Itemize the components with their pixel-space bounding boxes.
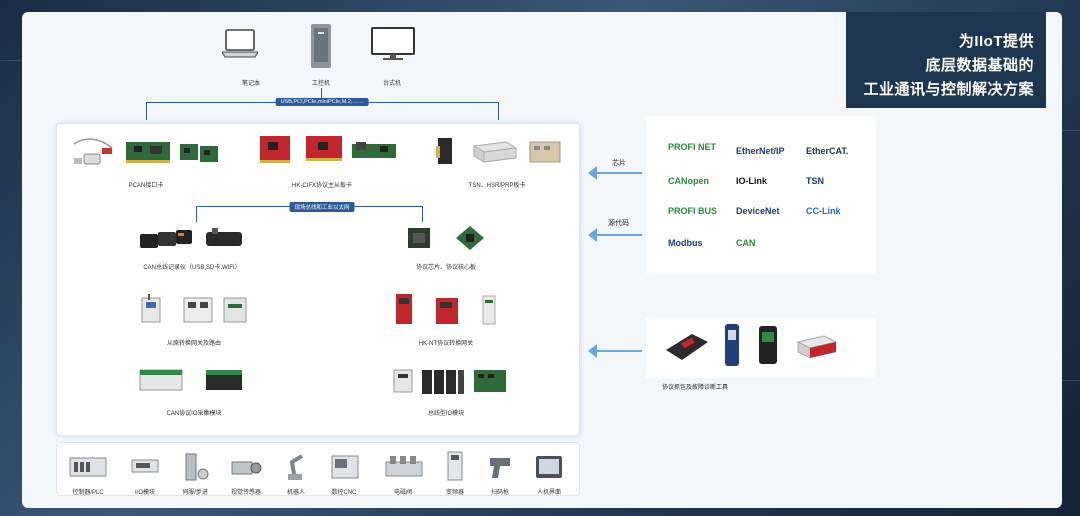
hk-nt-gateway-icon xyxy=(482,295,496,325)
tsn-box-icon xyxy=(472,141,518,163)
source-code-label: 源代码 xyxy=(608,220,629,227)
module-label: CAN总线记录仪（USB,SD卡,WIFI） xyxy=(143,265,241,271)
module-label: CAN协议IO采集模块 xyxy=(166,411,222,417)
protocol-chip-icon xyxy=(408,228,430,248)
module-label: HK-NT协议转换网关 xyxy=(418,341,474,347)
field-device-label: 变频器 xyxy=(445,490,465,496)
field-device-label: 控制器/PLC xyxy=(72,490,104,496)
module-label: 从原转换网关及路由 xyxy=(166,341,222,347)
gateway-icon xyxy=(183,297,213,323)
fieldbus-label: 现场总线和工业以太网 xyxy=(289,202,355,212)
field-device-label: 伺服/步进 xyxy=(182,490,208,496)
tsn-card-icon xyxy=(436,138,452,164)
title-line-2: 底层数据基础的 xyxy=(925,57,1034,74)
can-io-module-icon xyxy=(206,370,242,390)
connector-line xyxy=(196,206,197,222)
protocol-logo: DeviceNet xyxy=(736,206,780,216)
servo-drive-icon xyxy=(185,453,209,481)
protocol-logo: CAN xyxy=(736,238,756,248)
io-module-icon xyxy=(131,459,159,473)
plc-icon xyxy=(69,457,107,477)
field-device-label: 视觉传感器 xyxy=(230,490,262,496)
title-line-3: 工业通讯与控制解决方案 xyxy=(863,81,1034,98)
protocol-logo: PROFI BUS xyxy=(668,206,718,216)
industrial-pc-icon xyxy=(311,24,331,68)
module-label: 协议芯片、协议核心板 xyxy=(415,265,477,271)
cifx-card-icon xyxy=(306,136,342,161)
protocol-logo: Modbus xyxy=(668,238,703,248)
hmi-icon xyxy=(536,456,562,478)
connector-line xyxy=(422,206,423,222)
field-device-label: I/O模块 xyxy=(134,490,156,496)
connector-line xyxy=(321,88,322,102)
protocol-logos-box xyxy=(646,116,876,274)
can-io-module-icon xyxy=(139,369,183,391)
hk-nt-gateway-icon xyxy=(396,294,412,324)
field-device-label: 电磁阀 xyxy=(393,490,413,496)
bus-io-module-icon xyxy=(393,369,413,393)
cifx-card-icon xyxy=(352,142,396,158)
usb-adapter-icon xyxy=(73,138,113,165)
card-label: PCAN接口卡 xyxy=(128,183,164,189)
field-device-label: 数控CNC xyxy=(331,490,357,496)
field-device-label: 扫码枪 xyxy=(490,490,510,496)
protocol-logo: CANopen xyxy=(668,176,709,186)
protocol-logo: EtherCAT. xyxy=(806,146,849,156)
field-device-label: 机器人 xyxy=(286,490,306,496)
handheld-tester-icon xyxy=(759,326,777,364)
card-label: TSN、HSR/PRP板卡 xyxy=(468,183,526,189)
pcan-card-icon xyxy=(126,142,170,163)
connector-line xyxy=(498,102,499,120)
bus-io-module-icon xyxy=(422,370,464,394)
diagnostic-box-icon xyxy=(796,335,838,359)
protocol-logo: TSN xyxy=(806,176,824,186)
module-label: 总线型IO模块 xyxy=(427,411,465,417)
protocol-logo: PROFI NET xyxy=(668,142,717,152)
cnc-icon xyxy=(331,455,359,479)
desktop-monitor-icon xyxy=(371,27,415,60)
gateway-icon xyxy=(141,294,161,323)
card-label: HK-CIFX协议主从板卡 xyxy=(291,183,353,189)
hk-nt-gateway-icon xyxy=(436,298,458,324)
protocol-logo: EtherNet/IP xyxy=(736,146,785,156)
connector-line xyxy=(146,102,147,120)
pcan-minicard-icon xyxy=(180,144,218,162)
tools-arrow xyxy=(588,344,642,358)
packet-analyzer-icon xyxy=(666,334,708,360)
robot-arm-icon xyxy=(288,454,304,480)
bus-io-module-icon xyxy=(474,370,506,392)
title-box: 为IIoT提供 底层数据基础的 工业通讯与控制解决方案 xyxy=(846,12,1046,108)
tsn-module-icon xyxy=(529,141,561,163)
solenoid-valve-icon xyxy=(385,456,423,477)
inverter-icon xyxy=(447,451,463,481)
cifx-card-icon xyxy=(260,136,290,163)
title-line-1: 为IIoT提供 xyxy=(958,33,1034,50)
core-board-icon xyxy=(456,226,484,250)
chip-label: 芯片 xyxy=(612,160,626,167)
laptop-icon xyxy=(222,29,258,58)
protocol-logo: IO-Link xyxy=(736,176,767,186)
top-device-label: 台式机 xyxy=(382,81,402,87)
gateway-icon xyxy=(223,297,247,323)
top-device-label: 工控机 xyxy=(311,81,331,87)
chip-arrow xyxy=(588,166,642,180)
tools-label: 协议抓包及故障诊断工具 xyxy=(662,385,729,391)
protocol-logo: CC-Link xyxy=(806,206,841,216)
barcode-scanner-icon xyxy=(490,458,510,478)
host-bus-label: USB,PCI,PCIe,miniPCIe,M.2,…… xyxy=(275,98,369,106)
top-device-label: 笔记本 xyxy=(241,81,261,87)
can-logger-icon xyxy=(140,230,192,248)
vision-sensor-icon xyxy=(231,461,262,475)
handheld-tester-icon xyxy=(725,324,739,366)
can-logger-icon xyxy=(206,228,242,246)
field-device-label: 人机界面 xyxy=(536,490,562,496)
source-arrow xyxy=(588,228,642,242)
